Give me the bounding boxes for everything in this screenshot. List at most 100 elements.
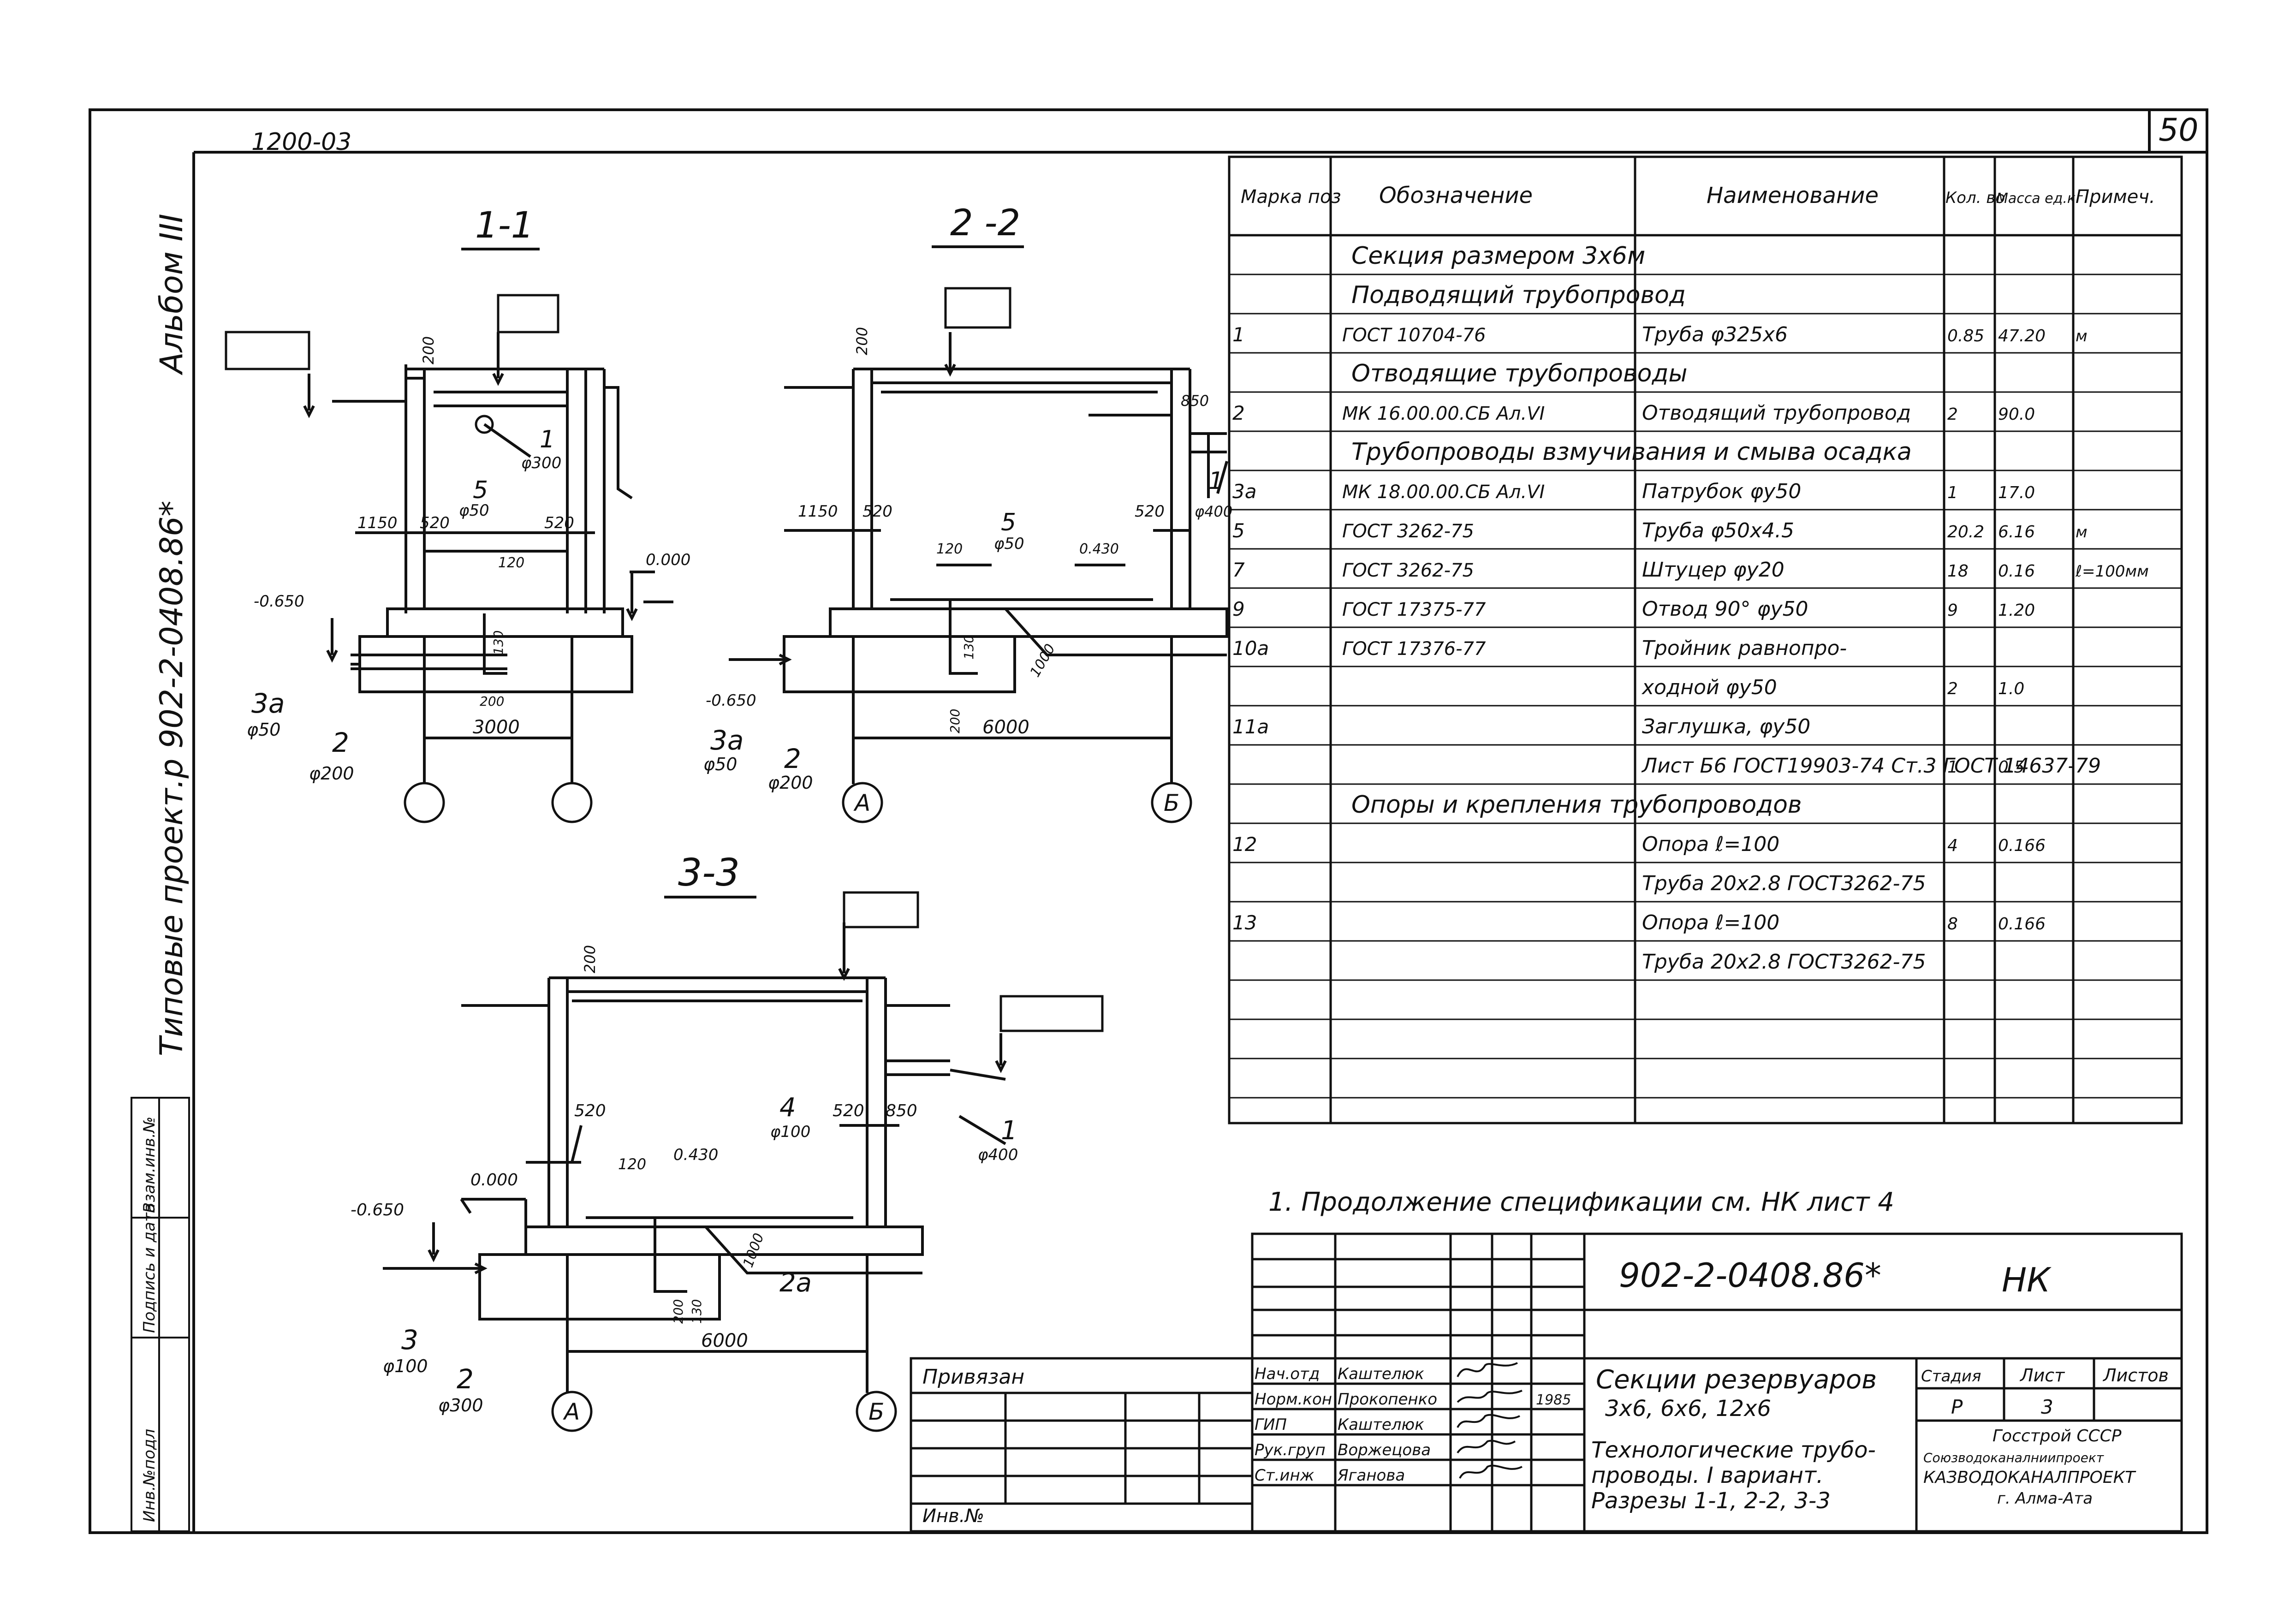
mark-2: 2 [457, 1363, 474, 1395]
section-3-3-title: 3-3 [678, 851, 740, 895]
spec-cell-name: Труба φ325х6 [1642, 323, 1788, 346]
spec-section-title: Подводящий трубопровод [1351, 281, 1686, 309]
dim-520b: 520 [833, 1101, 864, 1120]
mark-3a-dia: φ50 [247, 720, 280, 740]
spec-cell-designation: ГОСТ 3262-75 [1342, 521, 1474, 542]
dim-200: 200 [581, 945, 599, 973]
left-stamp: Инв.№подл Подпись и дата Взам.инв.№ [131, 1097, 190, 1532]
tb-role-3: Рук.груп [1255, 1441, 1326, 1459]
axis-a: А [563, 1398, 580, 1425]
tb-role-1: Норм.кон [1255, 1390, 1332, 1409]
mark-3a: 3а [710, 725, 744, 756]
dim-200: 200 [853, 327, 871, 355]
spec-header-qty: Кол. во [1945, 189, 2005, 207]
mark-5-dia: φ50 [459, 501, 489, 520]
spec-note: 1. Продолжение спецификации см. НК лист … [1268, 1187, 1894, 1217]
section-1-1-title: 1-1 [475, 205, 534, 246]
tb-sheets-label: Листов [2102, 1365, 2169, 1386]
spec-cell-name: Отвод 90° φу50 [1642, 597, 1808, 621]
spec-cell-qty: 20.2 [1947, 523, 1984, 541]
dim-520a: 520 [862, 502, 892, 521]
dim-520b: 520 [1135, 502, 1165, 521]
mark-1: 1 [540, 426, 555, 453]
dim-200b: 200 [947, 709, 963, 733]
spec-header-mark: Марка поз [1241, 186, 1341, 208]
spec-cell-name: Заглушка, φу50 [1642, 715, 1810, 738]
tb-org1: Госстрой СССР [1993, 1427, 2122, 1445]
tb-sub1: Технологические трубо- [1591, 1437, 1876, 1463]
section-2-2: 2 -2 200 850 1150 520 520 120 0.430 [703, 202, 1232, 823]
mark-2: 2 [332, 727, 349, 758]
mark-5-dia: φ50 [994, 535, 1024, 553]
spec-cell-mark: 12 [1232, 833, 1257, 856]
mark-2a: 2а [779, 1268, 812, 1298]
dim-130: 130 [689, 1299, 704, 1324]
tb-org2: Союзводоканалниипроект [1923, 1450, 2104, 1465]
mark-5: 5 [1001, 509, 1016, 536]
level-0650: -0.650 [351, 1201, 404, 1219]
dim-6000: 6000 [982, 717, 1029, 738]
spec-cell-mark: 7 [1232, 559, 1245, 581]
mark-4-dia: φ100 [770, 1123, 810, 1141]
side-title: Типовые проект.р 902-2-0408.86* [154, 501, 190, 1056]
section-3-3: 3-3 200 520 520 850 [351, 851, 1104, 1432]
mark-2: 2 [784, 743, 801, 774]
spec-cell-name: Труба φ50х4.5 [1642, 519, 1794, 542]
spec-cell-name: Опора ℓ=100 [1642, 911, 1779, 934]
section-2-2-title: 2 -2 [950, 202, 1020, 244]
mark-2-dia: φ200 [768, 773, 813, 793]
dim-1150: 1150 [798, 502, 838, 521]
spec-cell-qty: 2 [1947, 405, 1958, 424]
spec-cell-mass: 0.166 [1998, 836, 2046, 855]
dim-120: 120 [498, 555, 524, 571]
spec-cell-qty: 0.85 [1947, 327, 1984, 345]
spec-cell-mark: 13 [1232, 911, 1257, 934]
tb-stage-label: Стадия [1921, 1367, 1981, 1386]
mark-3a-dia: φ50 [703, 754, 737, 774]
side-album: Альбом III [154, 214, 190, 375]
tb-inv: Инв.№ [922, 1505, 984, 1527]
spec-header-note: Примеч. [2076, 186, 2155, 208]
dim-0430: 0.430 [673, 1146, 718, 1164]
spec-cell-designation: ГОСТ 10704-76 [1342, 325, 1486, 346]
axis-a: А [853, 790, 870, 816]
tb-name-4: Яганова [1337, 1466, 1405, 1485]
spec-cell-name: Тройник равнопро- [1642, 636, 1847, 660]
dim-6000: 6000 [701, 1330, 748, 1351]
tb-mark: НК [2002, 1261, 2052, 1299]
spec-cell-name: Штуцер φу20 [1642, 558, 1784, 582]
dim-130: 130 [961, 635, 976, 660]
mark-1: 1 [1208, 467, 1224, 495]
tb-role-2: ГИП [1255, 1416, 1287, 1434]
spec-cell-designation: МК 18.00.00.СБ Ал.VI [1342, 482, 1545, 503]
spec-section-title: Отводящие трубопроводы [1351, 360, 1687, 387]
stamp-sign: Подпись и дата [140, 1203, 159, 1333]
mark-2-dia: φ200 [309, 763, 354, 784]
tb-name-3: Воржецова [1338, 1441, 1431, 1459]
level-0000: 0.000 [470, 1171, 518, 1190]
spec-cell-qty: 8 [1947, 915, 1958, 934]
spec-cell-mark: 10а [1232, 637, 1269, 660]
mark-3a: 3а [251, 688, 285, 719]
spec-cell-mark: 2 [1232, 402, 1245, 424]
spec-cell-mass: 1.0 [1998, 679, 2024, 698]
spec-table: Марка поз Обозначение Наименование Кол. … [1228, 155, 2183, 1124]
tb-name-1: Прокопенко [1338, 1390, 1437, 1409]
section-1-1: 1-1 [225, 205, 690, 823]
level-0650: -0.650 [706, 691, 756, 710]
spec-cell-qty: 1 [1947, 758, 1958, 777]
tb-year: 1985 [1536, 1392, 1571, 1408]
dim-130: 130 [491, 631, 506, 655]
dim-3000: 3000 [473, 717, 520, 738]
tb-title1: Секции резервуаров [1596, 1365, 1877, 1395]
top-ref: 1200-03 [251, 128, 351, 156]
mark-1-dia: φ400 [1195, 503, 1232, 520]
spec-cell-qty: 18 [1947, 562, 1969, 581]
mark-1: 1 [1001, 1116, 1017, 1146]
spec-cell-name: Патрубок φу50 [1642, 480, 1801, 503]
dim-0430: 0.430 [1079, 541, 1119, 557]
spec-cell-mass: 0.166 [1998, 915, 2046, 934]
tb-sub3: Разрезы 1-1, 2-2, 3-3 [1591, 1488, 1831, 1514]
tb-title2: 3х6, 6х6, 12х6 [1605, 1396, 1771, 1422]
tb-privyazan: Привязан [922, 1365, 1024, 1389]
